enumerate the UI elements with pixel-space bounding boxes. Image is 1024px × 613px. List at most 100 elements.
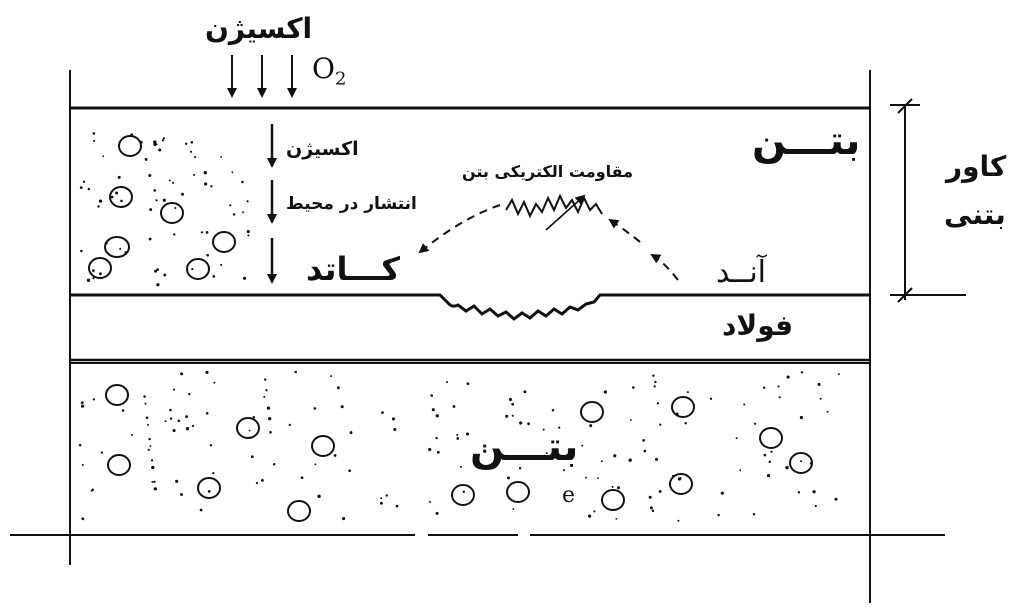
sand-dot	[684, 421, 687, 425]
sand-dot	[465, 432, 470, 436]
sand-dot	[154, 269, 157, 273]
aggregate	[118, 135, 142, 157]
sand-dot	[143, 395, 146, 398]
sand-dot	[265, 389, 268, 392]
sand-dot	[428, 500, 431, 503]
sand-dot	[428, 447, 432, 452]
aggregate	[88, 257, 112, 279]
sand-dot	[770, 450, 773, 453]
cover-label-line1: کاور	[946, 150, 1007, 183]
sand-dot	[654, 380, 657, 384]
sand-dot	[837, 373, 840, 376]
sand-dot	[175, 479, 179, 483]
sand-dot	[462, 490, 466, 494]
sand-dot	[92, 277, 95, 280]
cathode-label: کـــاتد	[306, 250, 400, 288]
sand-dot	[677, 477, 682, 481]
sand-dot	[185, 427, 190, 431]
sand-dot	[146, 423, 149, 426]
aggregate	[451, 484, 475, 506]
sand-dot	[115, 191, 119, 195]
sand-dot	[597, 477, 599, 480]
sand-dot	[188, 392, 191, 396]
sand-dot	[340, 405, 344, 409]
sand-dot	[118, 236, 122, 239]
sand-dot	[80, 249, 83, 253]
sand-dot	[248, 429, 251, 432]
sand-dot	[124, 251, 128, 255]
sand-dot	[79, 186, 83, 189]
sand-dot	[156, 283, 160, 287]
sand-dot	[153, 189, 157, 192]
sand-dot	[754, 422, 757, 425]
sand-dot	[191, 424, 195, 428]
sand-dot	[156, 268, 159, 271]
sand-dot	[199, 508, 203, 512]
sand-dot	[777, 385, 780, 388]
current-path-anode-segment	[650, 253, 679, 281]
sand-dot	[110, 195, 114, 199]
sand-dot	[527, 422, 530, 426]
resistor-zigzag	[505, 193, 603, 219]
sand-dot	[762, 386, 766, 389]
sand-dot	[658, 489, 662, 493]
sand-dot	[379, 501, 383, 505]
sand-dot	[180, 372, 184, 376]
sand-dot	[246, 230, 250, 234]
sand-dot	[330, 375, 333, 378]
sand-dot	[78, 443, 82, 447]
aggregate	[506, 481, 530, 503]
sand-dot	[436, 450, 440, 454]
sand-dot	[653, 385, 656, 388]
sand-dot	[651, 509, 655, 512]
sand-dot	[654, 457, 659, 461]
sand-dot	[120, 199, 123, 203]
sand-dot	[104, 241, 108, 245]
sand-dot	[86, 278, 91, 282]
sand-dot	[512, 508, 515, 510]
sand-dot	[151, 465, 155, 470]
sand-dot	[656, 402, 660, 405]
sand-dot	[148, 437, 151, 441]
sand-dot	[380, 497, 383, 500]
sand-dot	[162, 198, 166, 202]
sand-dot	[193, 173, 196, 176]
sand-dot	[144, 157, 148, 161]
sand-dot	[589, 424, 593, 428]
sand-dot	[551, 408, 555, 412]
sand-dot	[800, 371, 804, 374]
sand-dot	[121, 409, 125, 412]
sand-dot	[817, 382, 821, 386]
aggregate	[236, 417, 260, 439]
sand-dot	[677, 519, 680, 522]
sand-dot	[268, 417, 272, 421]
sand-dot	[508, 397, 513, 402]
sand-dot	[511, 402, 515, 406]
sand-dot	[381, 411, 384, 414]
sand-dot	[241, 180, 244, 184]
sand-dot	[778, 396, 781, 399]
sand-dot	[507, 476, 510, 480]
sand-dot	[709, 397, 713, 400]
steel-top-edge	[70, 293, 870, 321]
aggregate	[789, 452, 813, 474]
aggregate	[109, 186, 133, 208]
diffusion-label: انتشار در محیط	[286, 194, 417, 214]
sand-dot	[834, 497, 838, 501]
sand-dot	[164, 420, 167, 423]
sand-dot	[435, 511, 439, 515]
sand-dot	[82, 180, 86, 183]
sand-dot	[149, 208, 153, 212]
sand-dot	[435, 414, 439, 418]
sand-dot	[263, 395, 266, 398]
sand-dot	[203, 182, 208, 186]
sand-dot	[786, 375, 790, 379]
sand-dot	[81, 517, 85, 521]
current-path-rising-segment	[608, 218, 641, 243]
sand-dot	[456, 437, 460, 440]
sand-dot	[391, 417, 396, 421]
sand-dot	[294, 370, 297, 374]
sand-dot	[98, 272, 102, 276]
sand-dot	[243, 276, 247, 280]
sand-dot	[212, 471, 215, 475]
